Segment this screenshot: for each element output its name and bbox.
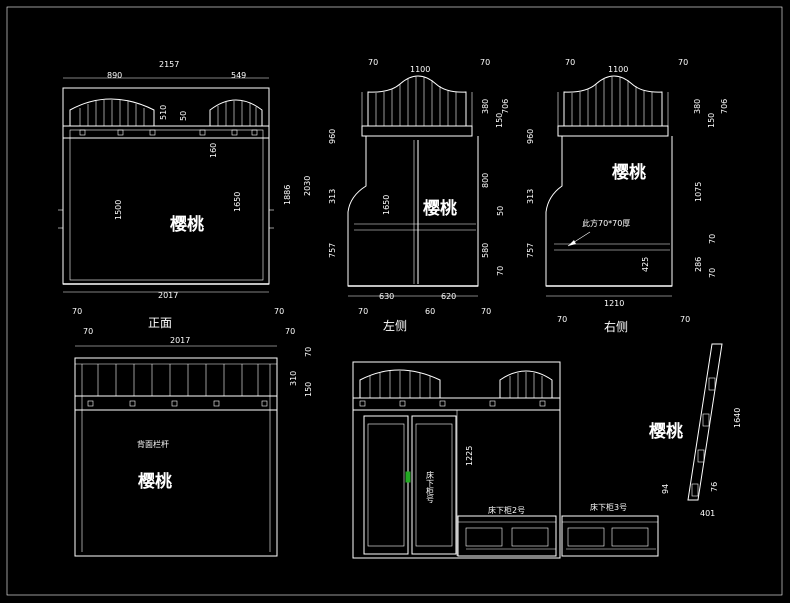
under-drawer1-label: 床下柜2号 (488, 505, 525, 515)
ladder-dim-401: 401 (700, 509, 715, 518)
left-dim-1650: 1650 (382, 195, 391, 215)
left-dim-757: 757 (328, 243, 337, 258)
front-dim-right70: 70 (274, 307, 284, 316)
drawing-border (6, 6, 783, 596)
left-dim-706: 706 (501, 99, 510, 114)
left-dim-620: 620 (441, 292, 456, 301)
right-dim-757: 757 (526, 243, 535, 258)
right-dim-top-right70: 70 (678, 58, 688, 67)
back-view-title: 背面栏杆 (137, 439, 169, 449)
front-dim-50: 50 (179, 111, 188, 121)
ladder-dim-76: 76 (710, 482, 719, 492)
ladder-dim-94: 94 (661, 484, 670, 494)
right-dim-bottom-right70: 70 (680, 315, 690, 324)
right-dim-1210: 1210 (604, 299, 624, 308)
right-dim-70a: 70 (708, 234, 717, 244)
back-dim-left70: 70 (83, 327, 93, 336)
left-dim-800: 800 (481, 173, 490, 188)
right-dim-150: 150 (707, 113, 716, 128)
front-dim-top-total: 2157 (159, 60, 179, 69)
front-dim-left70: 70 (72, 307, 82, 316)
right-dim-top-left70: 70 (565, 58, 575, 67)
left-dim-top-left70: 70 (368, 58, 378, 67)
right-dim-380: 380 (693, 99, 702, 114)
right-dim-1075: 1075 (694, 182, 703, 202)
back-dim-310: 310 (289, 371, 298, 386)
left-dim-60: 60 (425, 307, 435, 316)
right-dim-70b: 70 (708, 268, 717, 278)
right-dim-286: 286 (694, 257, 703, 272)
right-dim-706: 706 (720, 99, 729, 114)
right-dim-bottom-left70: 70 (557, 315, 567, 324)
right-dim-313: 313 (526, 189, 535, 204)
left-view-title: 左侧 (383, 318, 407, 333)
right-dim-960: 960 (526, 129, 535, 144)
back-view (74, 345, 278, 557)
right-dim-425: 425 (641, 257, 650, 272)
left-dim-380: 380 (481, 99, 490, 114)
front-dim-160: 160 (209, 143, 218, 158)
left-dim-313: 313 (328, 189, 337, 204)
under-view (352, 361, 659, 559)
left-dim-50: 50 (496, 206, 505, 216)
left-material-label: 樱桃 (423, 198, 457, 219)
under-dim-1225: 1225 (465, 446, 474, 466)
left-dim-top-1100: 1100 (410, 65, 430, 74)
front-dim-bottom: 2017 (158, 291, 178, 300)
left-dim-70: 70 (496, 266, 505, 276)
ladder-material-label: 樱桃 (649, 421, 683, 442)
left-dim-top-right70: 70 (480, 58, 490, 67)
left-view (347, 75, 479, 297)
right-view (545, 75, 673, 297)
front-dim-1500: 1500 (114, 200, 123, 220)
under-cabinet-label: 床下柜号 (426, 470, 435, 504)
right-material-label: 樱桃 (612, 162, 646, 183)
left-dim-bottom-left70: 70 (358, 307, 368, 316)
under-drawer2-label: 床下柜3号 (590, 502, 627, 512)
left-dim-960: 960 (328, 129, 337, 144)
back-material-label: 樱桃 (138, 471, 172, 492)
front-dim-510: 510 (159, 105, 168, 120)
right-note: 此方70*70厚 (582, 218, 630, 228)
ladder-view (687, 343, 723, 501)
left-dim-bottom-right70: 70 (481, 307, 491, 316)
back-dim-right70: 70 (285, 327, 295, 336)
back-dim-2017: 2017 (170, 336, 190, 345)
front-dim-1886: 1886 (283, 185, 292, 205)
front-view (58, 77, 274, 293)
front-material-label: 樱桃 (170, 214, 204, 235)
back-dim-150: 150 (304, 382, 313, 397)
left-dim-630: 630 (379, 292, 394, 301)
left-dim-150: 150 (495, 113, 504, 128)
back-dim-r70: 70 (304, 347, 313, 357)
right-view-title: 右侧 (604, 319, 628, 334)
front-dim-1650: 1650 (233, 192, 242, 212)
ladder-dim-1640: 1640 (733, 408, 742, 428)
right-dim-top-1100: 1100 (608, 65, 628, 74)
front-dim-top-left: 890 (107, 71, 122, 80)
front-dim-2030: 2030 (303, 176, 312, 196)
front-view-title: 正面 (148, 316, 172, 330)
left-dim-580: 580 (481, 243, 490, 258)
front-dim-top-right: 549 (231, 71, 246, 80)
